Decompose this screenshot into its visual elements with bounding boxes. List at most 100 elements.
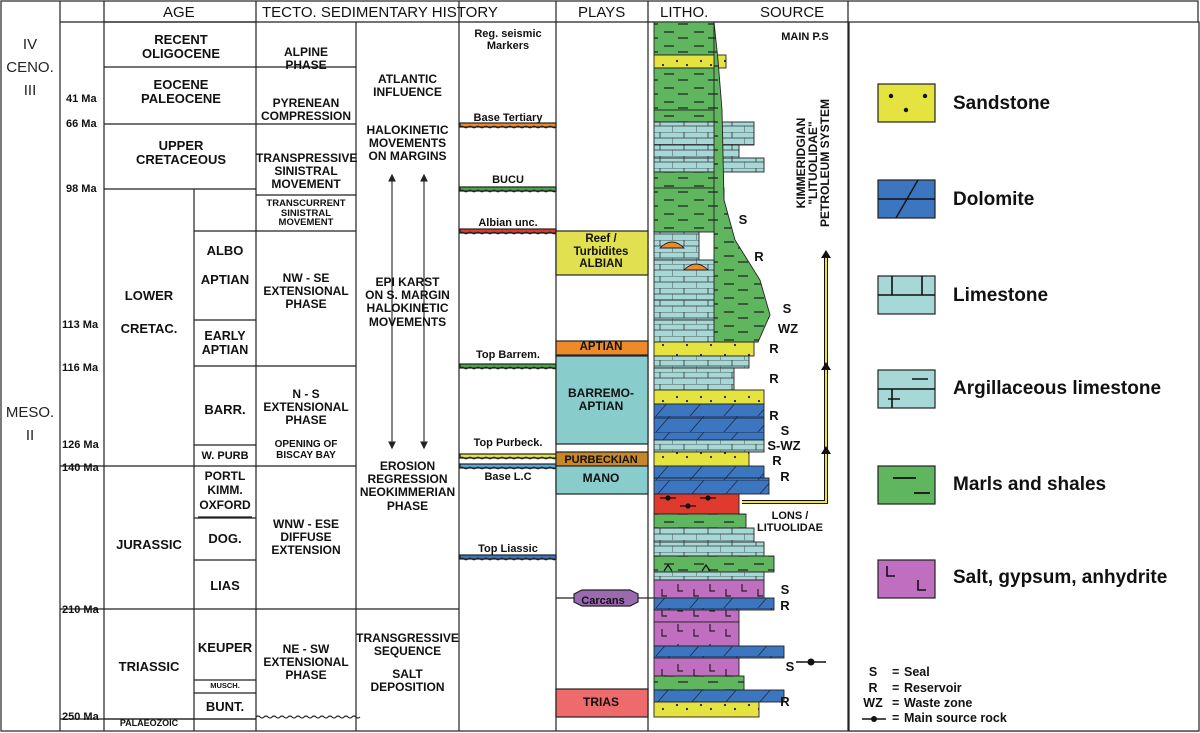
header-litho: LITHO. (660, 4, 709, 21)
litho-bed (653, 555, 775, 573)
era-ceno: CENO. (6, 59, 54, 76)
swatch-dot (922, 93, 928, 99)
litho-bed (653, 67, 717, 111)
swatch-lines (878, 276, 935, 296)
sed-atlantic: ATLANTIC INFLUENCE (373, 72, 442, 100)
key-meaning: Waste zone (904, 696, 973, 710)
play-barremo-aptian: BARREMO- APTIAN (568, 386, 634, 414)
litho-code: R (754, 249, 764, 264)
key-eq: = (892, 696, 900, 710)
seismic-base-tertiary: Base Tertiary (473, 112, 543, 124)
source-petroleum-system: KIMMERIDGIAN "LITUOLIDAE" PETROLEUM SYST… (794, 99, 832, 228)
plays-column (555, 230, 654, 718)
seismic-albian-unc: Albian unc. (478, 217, 538, 229)
stage-barr: BARR. (204, 402, 246, 417)
key-code: WZ (863, 696, 883, 710)
litho-bed (653, 541, 765, 557)
litho-bed (653, 109, 723, 123)
header-plays: PLAYS (578, 4, 626, 21)
age-ma-210: 210 Ma (62, 604, 99, 616)
litho-bed (653, 465, 765, 479)
tecto-ne-sw: NE - SW EXTENSIONAL PHASE (263, 642, 349, 683)
seismic-top-liassic: Top Liassic (478, 543, 538, 555)
lithology-legend (848, 21, 1200, 732)
sed-arrow-head (420, 441, 428, 450)
litho-code: S (738, 212, 748, 227)
litho-bed (653, 355, 750, 369)
legend-argillaceous-label: Argillaceous limestone (953, 378, 1162, 399)
key-eq: = (892, 711, 900, 725)
ps-arrow-head (821, 446, 831, 454)
swatch-lines (893, 477, 930, 494)
seismic-top-purbeck: Top Purbeck. (473, 437, 543, 449)
ps-arrow-head (821, 362, 831, 370)
source-rock-dot (665, 495, 671, 501)
age-upper-cretaceous: UPPER CRETACEOUS (135, 138, 227, 168)
seismic-marker-wave (459, 189, 557, 193)
key-meaning: Reservoir (904, 681, 962, 695)
tecto-alpine: ALPINE PHASE (283, 45, 328, 73)
litho-bed (653, 121, 755, 146)
litho-code: S (780, 423, 790, 438)
sed-halokinetic-margins: HALOKINETIC MOVEMENTS ON MARGINS (366, 123, 449, 164)
litho-bed (653, 477, 770, 495)
litho-code: R (780, 598, 790, 613)
key-code: S (868, 665, 878, 679)
sed-erosion: EROSION REGRESSION NEOKIMMERIAN PHASE (359, 459, 456, 513)
stage-early-aptian: EARLY APTIAN (201, 329, 249, 357)
litho-bed (653, 451, 750, 467)
tecto-n-s: N - S EXTENSIONAL PHASE (263, 387, 349, 428)
age-triassic: TRIASSIC (118, 659, 180, 674)
litho-code: R (772, 453, 782, 468)
stage-w-purb: W. PURB (201, 450, 249, 462)
lithology-column (653, 21, 785, 718)
litho-code: R (769, 408, 779, 423)
swatch-lines (878, 378, 935, 408)
seismic-top-barrem: Top Barrem. (476, 349, 540, 361)
source-rock-marker-dot (807, 658, 815, 666)
litho-bed (653, 689, 785, 703)
key-meaning: Seal (904, 665, 930, 679)
age-ma-126: 126 Ma (62, 439, 99, 451)
litho-code: S (785, 659, 795, 674)
legend-swatch-dolo (877, 179, 936, 219)
stage-albo-aptian: ALBO APTIAN (200, 243, 250, 287)
play-albian: Reef / Turbidites ALBIAN (573, 233, 629, 271)
play-mano: MANO (582, 471, 620, 485)
tecto-nw-se: NW - SE EXTENSIONAL PHASE (263, 271, 349, 312)
seismic-marker-wave (459, 466, 557, 470)
seismic-marker-wave (459, 231, 557, 235)
seismic-marker-wave (459, 125, 557, 129)
litho-bed (653, 157, 765, 173)
seismic-base-lc: Base L.C (484, 471, 532, 483)
litho-code: S-WZ (767, 438, 801, 453)
age-jurassic: JURASSIC (116, 537, 182, 552)
play-trias: TRIAS (583, 695, 619, 709)
stage-lias: LIAS (210, 578, 240, 593)
litho-bed (653, 571, 765, 581)
litho-bed (653, 621, 740, 647)
age-ma-66: 66 Ma (66, 118, 97, 130)
age-ma-41: 41 Ma (66, 93, 97, 105)
legend-swatch (877, 465, 936, 505)
legend-swatch-marl (877, 465, 936, 505)
sed-arrow-head (420, 173, 428, 182)
seismic-marker-wave (459, 456, 557, 460)
source-rock-dot (705, 495, 711, 501)
litho-bed (653, 597, 775, 611)
play-box-aptian (555, 340, 649, 356)
reef-bump (682, 263, 710, 271)
legend-sandstone-label: Sandstone (953, 93, 1051, 114)
play-box-carcans (573, 589, 639, 607)
sed-transgressive: TRANSGRESSIVE SEQUENCE (356, 631, 459, 659)
litho-bed (653, 609, 740, 623)
legend-swatch (877, 559, 936, 599)
stage-musch: MUSCH. (210, 681, 240, 690)
litho-bed (653, 645, 785, 659)
litho-bed (653, 579, 765, 599)
stage-dogger: DOG. (208, 531, 242, 546)
age-eocene-paleocene: EOCENE PALEOCENE (141, 77, 221, 107)
play-box-trias (555, 688, 649, 718)
